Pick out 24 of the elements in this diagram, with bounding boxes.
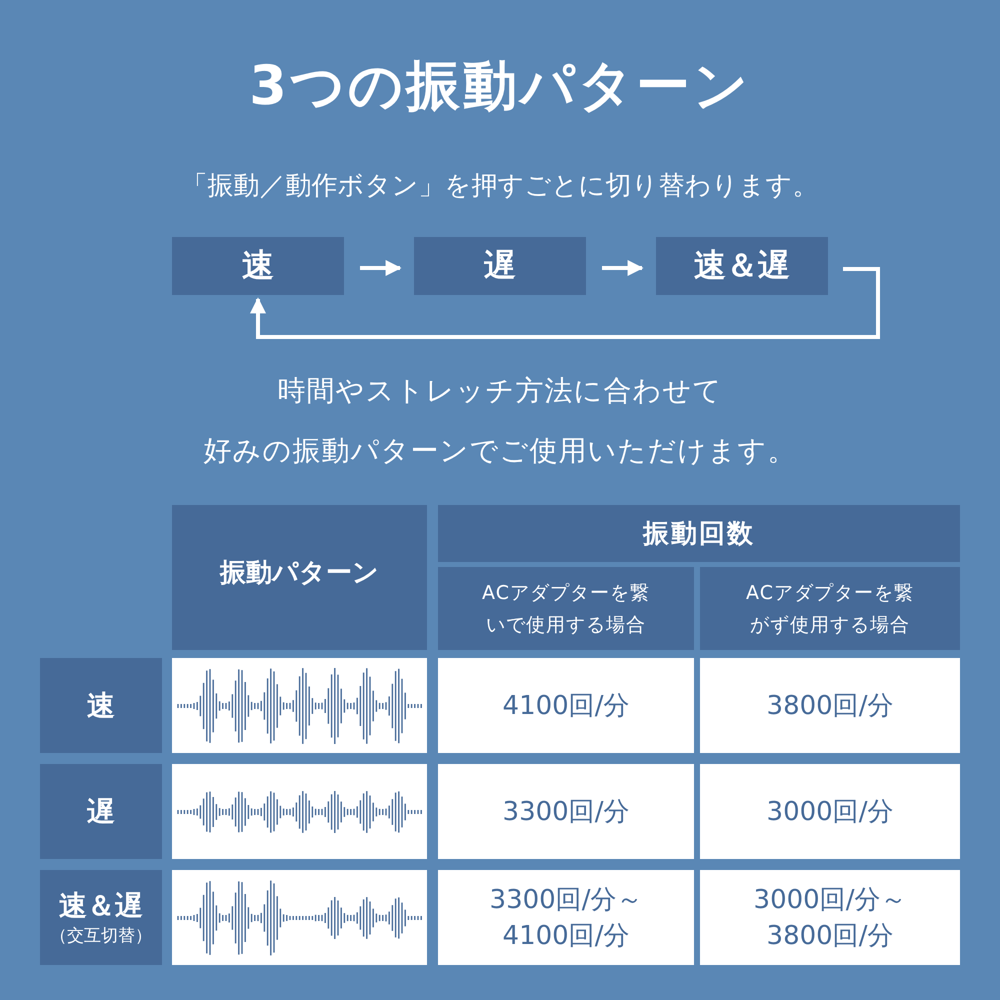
table-cell: 3000回/分～3800回/分 (700, 870, 960, 965)
pattern-box: 遅 (414, 237, 586, 295)
table-cell: 3300回/分 (438, 764, 694, 859)
table-cell: 3800回/分 (700, 658, 960, 753)
title: 3つの振動パターン (248, 53, 752, 119)
row-header-cell: 速 (40, 658, 162, 753)
table-header-cell: ACアダプターを繋がず使用する場合 (700, 567, 960, 650)
arrow (250, 267, 880, 339)
row-note: （交互切替） (50, 924, 152, 948)
description-text: 好みの振動パターンでご使用いただけます。 (202, 433, 798, 469)
pattern-box: 速＆遅 (656, 237, 828, 295)
table-cell: 3000回/分 (700, 764, 960, 859)
table-header-cell: ACアダプターを繋いで使用する場合 (438, 567, 694, 650)
arrow (360, 260, 402, 276)
table-header-cell: 振動回数 (438, 505, 960, 562)
arrow (602, 260, 644, 276)
row-header-cell: 遅 (40, 764, 162, 859)
description-text: 時間やストレッチ方法に合わせて (276, 373, 724, 409)
table-cell: 4100回/分 (438, 658, 694, 753)
pattern-box: 速 (172, 237, 344, 295)
row-label: 速＆遅 (59, 888, 143, 924)
instruction-text: 「振動／動作ボタン」を押すごとに切り替わります。 (180, 170, 820, 203)
table-header-cell: 振動パターン (172, 505, 427, 650)
table-cell: 3300回/分～4100回/分 (438, 870, 694, 965)
